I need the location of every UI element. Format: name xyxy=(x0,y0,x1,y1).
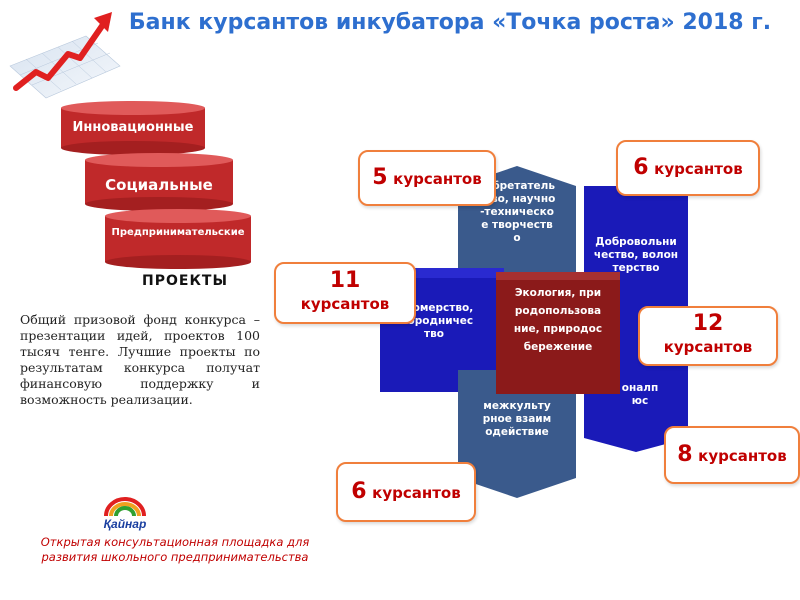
direction-invention-label: зобретательство, научно-техническое твор… xyxy=(478,180,556,244)
cylinder-shape xyxy=(85,153,233,211)
badge-number: 12 xyxy=(692,311,724,336)
badge-6-cadets-top: 6 курсантов xyxy=(616,140,760,196)
badge-word: курсантов xyxy=(372,484,461,502)
badge-5-cadets: 5 курсантов xyxy=(358,150,496,206)
badge-number: 11 xyxy=(329,268,361,293)
cylinder-shape xyxy=(61,101,205,155)
cylinder-shape xyxy=(105,209,251,269)
kainar-logo-icon: Қайнар xyxy=(94,497,156,532)
badge-6-cadets-bottom: 6 курсантов xyxy=(336,462,476,522)
badge-word: курсантов xyxy=(663,338,753,356)
badge-11-cadets: 11 курсантов xyxy=(274,262,416,324)
logo-text: Қайнар xyxy=(104,517,147,531)
category-entrepreneurial-label: Предпринимательские xyxy=(111,227,245,238)
badge-number: 8 xyxy=(677,442,693,467)
direction-interethnic-label: межкультурное взаимодействие xyxy=(482,400,552,438)
growth-arrow-icon xyxy=(9,12,121,99)
direction-ecology-label: Экология, природопользование, природосбе… xyxy=(513,287,603,353)
category-social: Социальные xyxy=(84,152,234,212)
steel-hex-shape xyxy=(458,370,576,498)
category-social-label: Социальные xyxy=(105,176,213,194)
footer-caption: Открытая консультационная площадка для р… xyxy=(40,535,310,564)
category-innovative: Инновационные xyxy=(60,100,206,156)
direction-other-label: оналп юс xyxy=(621,382,659,407)
badge-number: 6 xyxy=(633,155,649,180)
red-block-shape xyxy=(496,272,620,394)
direction-ecology: Экология, природопользование, природосбе… xyxy=(496,272,620,394)
badge-number: 6 xyxy=(351,479,367,504)
prize-fund-text: Общий призовой фонд конкурса – презентац… xyxy=(20,312,260,407)
badge-12-cadets: 12 курсантов xyxy=(638,306,778,366)
badge-word: курсантов xyxy=(698,447,787,465)
badge-word: курсантов xyxy=(654,160,743,178)
direction-interethnic: межкультурное взаимодействие xyxy=(458,370,576,498)
category-entrepreneurial: Предпринимательские xyxy=(104,208,252,270)
badge-number: 5 xyxy=(372,165,388,190)
badge-word: курсантов xyxy=(300,295,390,313)
category-innovative-label: Инновационные xyxy=(72,120,194,135)
projects-label: ПРОЕКТЫ xyxy=(142,273,228,289)
badge-8-cadets: 8 курсантов xyxy=(664,426,800,484)
badge-word: курсантов xyxy=(393,170,482,188)
direction-volunteer-label: Добровольничество, волонтерство xyxy=(593,236,679,274)
page-title: Банк курсантов инкубатора «Точка роста» … xyxy=(128,10,772,35)
